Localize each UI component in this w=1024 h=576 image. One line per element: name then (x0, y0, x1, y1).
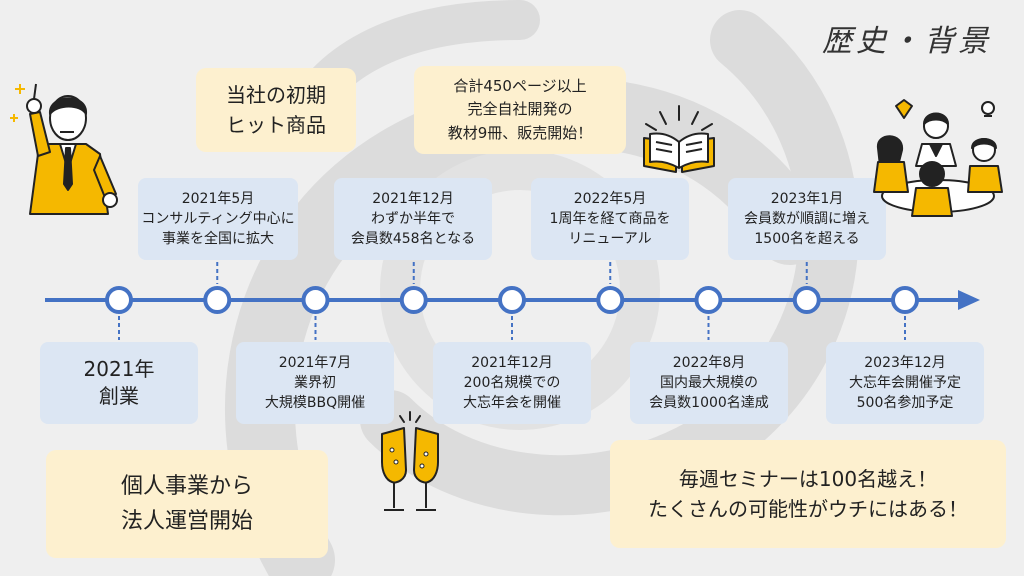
event-line: 大忘年会を開催 (463, 395, 561, 412)
event-line: 1500名を超える (754, 231, 860, 248)
event-line: 会員数1000名達成 (649, 395, 769, 412)
event-2021-12-members: 2021年12月 わずか半年で 会員数458名となる (334, 178, 492, 260)
timeline-node (105, 286, 133, 314)
timeline-node (498, 286, 526, 314)
champagne-toast-icon (381, 411, 439, 511)
callout-line: 個人事業から (120, 473, 253, 499)
event-line: 2022年5月 (573, 190, 647, 207)
event-line: 1周年を経て商品を (549, 210, 671, 227)
event-line: 事業を全国に拡大 (162, 231, 274, 248)
event-2021-founding: 2021年 創業 (40, 342, 198, 424)
event-line: 2022年8月 (672, 354, 746, 371)
event-2022-05: 2022年5月 1周年を経て商品を リニューアル (531, 178, 689, 260)
event-line: 創業 (99, 384, 139, 408)
event-line: 500名参加予定 (856, 395, 954, 412)
event-line: 国内最大規模の (660, 374, 758, 391)
timeline-node (792, 286, 821, 314)
event-2023-12: 2023年12月 大忘年会開催予定 500名参加予定 (826, 342, 984, 424)
event-line: 2023年1月 (770, 190, 844, 207)
callout-line: 合計450ページ以上 (453, 77, 587, 96)
callout-line: ヒット商品 (226, 113, 326, 137)
event-line: 業界初 (294, 374, 336, 391)
event-line: 2021年 (83, 357, 155, 381)
callout-seminar: 毎週セミナーは100名越え！ たくさんの可能性がウチにはある！ (610, 440, 1006, 548)
event-line: 2021年7月 (278, 354, 352, 371)
timeline-node (301, 286, 330, 314)
callout-line: 毎週セミナーは100名越え！ (678, 467, 938, 491)
timeline-node (203, 286, 232, 314)
callout-line: 当社の初期 (226, 83, 326, 107)
timeline-node (399, 286, 428, 314)
businessman-pointing-icon (10, 83, 118, 215)
callout-materials: 合計450ページ以上 完全自社開発の 教材9冊、販売開始！ (414, 66, 626, 154)
callout-hit-product: 当社の初期 ヒット商品 (196, 68, 356, 152)
event-line: 2023年12月 (864, 354, 946, 371)
event-2021-12-party: 2021年12月 200名規模での 大忘年会を開催 (433, 342, 591, 424)
event-line: 大忘年会開催予定 (849, 374, 961, 391)
event-line: コンサルティング中心に (141, 210, 295, 227)
team-meeting-icon (873, 99, 1003, 217)
event-line: 2021年12月 (372, 190, 454, 207)
event-line: わずか半年で (371, 210, 455, 227)
event-line: リニューアル (568, 231, 652, 248)
event-2021-07: 2021年7月 業界初 大規模BBQ開催 (236, 342, 394, 424)
callout-line: 完全自社開発の (467, 100, 573, 119)
open-book-icon (643, 105, 715, 173)
timeline-node (694, 286, 723, 314)
callout-line: 教材9冊、販売開始！ (447, 123, 593, 142)
event-2022-08: 2022年8月 国内最大規模の 会員数1000名達成 (630, 342, 788, 424)
timeline-node (891, 286, 919, 314)
event-line: 会員数が順調に増え (744, 210, 870, 227)
callout-line: 法人運営開始 (120, 509, 253, 534)
timeline-node (596, 286, 625, 314)
event-line: 大規模BBQ開催 (264, 395, 366, 412)
event-line: 2021年5月 (181, 190, 255, 207)
event-line: 2021年12月 (471, 354, 553, 371)
event-2023-01: 2023年1月 会員数が順調に増え 1500名を超える (728, 178, 886, 260)
event-line: 200名規模での (463, 374, 561, 391)
callout-corporate: 個人事業から 法人運営開始 (46, 450, 328, 558)
callout-line: たくさんの可能性がウチにはある！ (648, 497, 968, 521)
event-line: 会員数458名となる (350, 231, 476, 248)
page-title: 歴史・背景 (822, 24, 992, 59)
event-2021-05: 2021年5月 コンサルティング中心に 事業を全国に拡大 (138, 178, 298, 260)
timeline-arrowhead (958, 290, 980, 310)
